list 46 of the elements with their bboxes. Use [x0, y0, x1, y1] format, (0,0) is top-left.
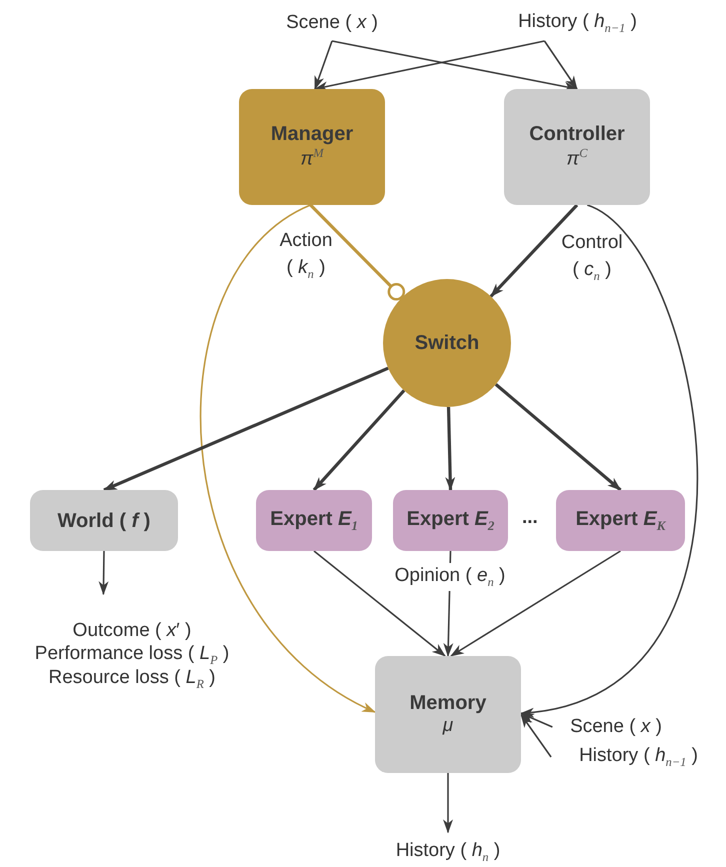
node-title: Expert E$_{K}$: [576, 507, 666, 534]
expert-box: [256, 490, 372, 551]
arrow: [312, 389, 406, 492]
manager-box: [239, 89, 385, 205]
math-symbol: π$^{C}$: [566, 146, 588, 172]
node-text: Resource loss ( L$_{R}$ ): [48, 667, 216, 692]
node-title: Memory: [410, 691, 486, 716]
node-text: Scene ( x ): [272, 8, 392, 38]
arrow: [98, 550, 109, 596]
node-title: World ( f ): [58, 508, 150, 532]
arrow: [544, 40, 578, 90]
node-text: Performance loss ( L$_{P}$ ): [34, 642, 230, 668]
node-text: History ( h$_{n−1}$ ): [495, 8, 660, 38]
arrow: [314, 40, 545, 92]
math-symbol: π$^{M}$: [300, 146, 324, 172]
edge-label: Control ( c$_{n}$ ): [560, 231, 624, 284]
expert-box: [556, 490, 685, 551]
arrow: [103, 366, 389, 492]
process-box: [375, 656, 521, 773]
edge-label: Action ( k$_{n}$ ): [278, 229, 334, 282]
arrow: [520, 204, 698, 716]
arrow: [490, 204, 578, 298]
node-text: History ( h$_{n}$ ): [378, 838, 518, 866]
node-title: Manager: [270, 122, 354, 146]
arrow: [520, 714, 552, 758]
math-symbol: μ: [442, 715, 454, 738]
node-title: Expert E$_{1}$: [270, 507, 358, 534]
node-text: History ( h$_{n−1}$ ): [556, 743, 721, 771]
arrow: [200, 204, 376, 713]
node-title: Switch: [414, 331, 480, 355]
node-text: Outcome ( x′ ): [72, 620, 192, 643]
node-title: Controller: [529, 122, 625, 146]
arrow: [332, 40, 578, 92]
expert-box: [393, 490, 508, 551]
node-text: Scene ( x ): [556, 713, 676, 741]
node-title: Expert E$_{2}$: [406, 507, 494, 534]
ellipsis-text: ...: [521, 506, 539, 530]
arrow: [443, 773, 453, 834]
process-box: [504, 89, 650, 205]
arrow: [445, 406, 456, 491]
arrow: [314, 550, 446, 657]
arrow: [450, 550, 621, 657]
arrow: [520, 712, 553, 728]
process-box: [30, 490, 178, 551]
arrow: [314, 40, 333, 90]
arrow: [494, 383, 622, 492]
